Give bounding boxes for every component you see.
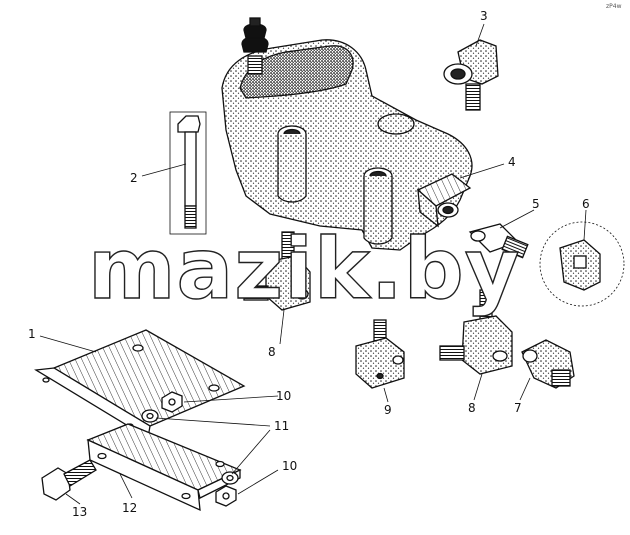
short-bolt: [41, 459, 97, 501]
nut-lower: [215, 485, 237, 507]
callout-labels: 1 2 3 4 5 6 7 8 8 9 10 10 11 12 13: [28, 9, 590, 519]
callout-10-lower: 10: [282, 459, 297, 473]
long-bolt: [169, 111, 207, 235]
tee-fitting-right: [439, 289, 513, 375]
angle-fitting-inset: [539, 221, 625, 307]
callout-8-left: 8: [268, 345, 276, 359]
watermark-text: mazik.by: [88, 220, 521, 318]
washer-upper: [141, 409, 159, 423]
callout-12: 12: [122, 501, 137, 515]
callout-10-upper: 10: [276, 389, 291, 403]
cross-fitting: [355, 319, 405, 389]
callout-2: 2: [130, 171, 138, 185]
elbow-fitting: [443, 39, 499, 111]
callout-6: 6: [582, 197, 590, 211]
callout-1: 1: [28, 327, 36, 341]
callout-9: 9: [384, 403, 392, 417]
callout-3: 3: [480, 9, 488, 23]
tee-fitting-left: [243, 231, 311, 311]
callout-11: 11: [274, 419, 289, 433]
banjo-fitting: [468, 223, 529, 259]
valve-body: [221, 17, 473, 272]
elbow-fitting-small: [521, 339, 575, 389]
callout-4: 4: [508, 155, 516, 169]
corner-mark: zP4w: [606, 3, 622, 10]
callout-5: 5: [532, 197, 540, 211]
leader-lines: [39, 23, 587, 505]
callout-13: 13: [72, 505, 87, 519]
washer-lower: [221, 471, 239, 485]
callout-7: 7: [514, 401, 522, 415]
callout-8-right: 8: [468, 401, 476, 415]
nut-upper: [161, 391, 183, 413]
